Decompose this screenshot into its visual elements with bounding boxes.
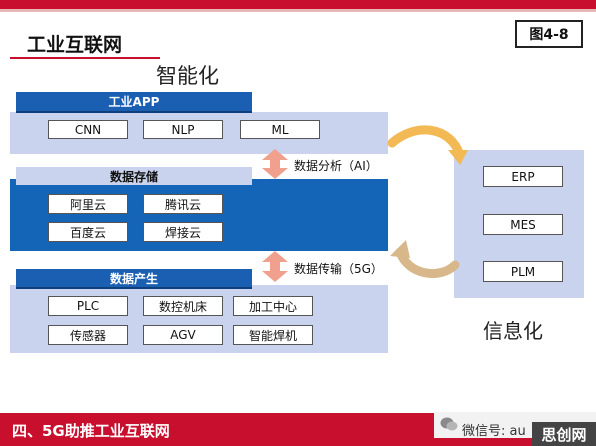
production-layer-title: 数据产生: [16, 269, 252, 289]
transfer-connector-label: 数据传输（5G）: [294, 262, 383, 276]
app-item-ml: ML: [240, 120, 320, 139]
production-item-smart-welder: 智能焊机: [233, 325, 313, 345]
top-accent-line: [0, 9, 596, 12]
wechat-id-text: 微信号: au: [462, 424, 526, 439]
production-item-agv: AGV: [143, 325, 223, 345]
storage-item-aliyun: 阿里云: [48, 194, 128, 214]
top-red-band: [0, 0, 596, 9]
info-item-plm: PLM: [483, 261, 563, 282]
production-item-sensor: 传感器: [48, 325, 128, 345]
storage-item-tencent: 腾讯云: [143, 194, 223, 214]
footer-section-title: 四、5G助推工业互联网: [12, 422, 170, 440]
double-arrow-transfer-icon: [262, 251, 288, 282]
production-item-machining-center: 加工中心: [233, 296, 313, 316]
info-item-mes: MES: [483, 214, 563, 235]
storage-item-baidu: 百度云: [48, 222, 128, 242]
app-item-cnn: CNN: [48, 120, 128, 139]
corner-logo: 思创网: [532, 422, 596, 446]
figure-badge: 图4-8: [515, 20, 583, 48]
app-layer-title: 工业APP: [16, 92, 252, 113]
intelligence-label: 智能化: [156, 64, 219, 88]
production-item-plc: PLC: [48, 296, 128, 316]
title-underline: [10, 57, 160, 59]
app-item-nlp: NLP: [143, 120, 223, 139]
double-arrow-analysis-icon: [262, 149, 288, 179]
analysis-connector-label: 数据分析（AI）: [294, 159, 378, 173]
curved-arrow-back-icon: [390, 240, 460, 278]
informatization-label: 信息化: [483, 319, 543, 343]
curved-arrow-down-icon: [387, 125, 468, 165]
storage-layer-title: 数据存储: [16, 167, 252, 185]
wechat-icon: [440, 417, 458, 431]
info-item-erp: ERP: [483, 166, 563, 187]
storage-item-welding-cloud: 焊接云: [143, 222, 223, 242]
page-title: 工业互联网: [27, 34, 123, 56]
production-item-cnc: 数控机床: [143, 296, 223, 316]
